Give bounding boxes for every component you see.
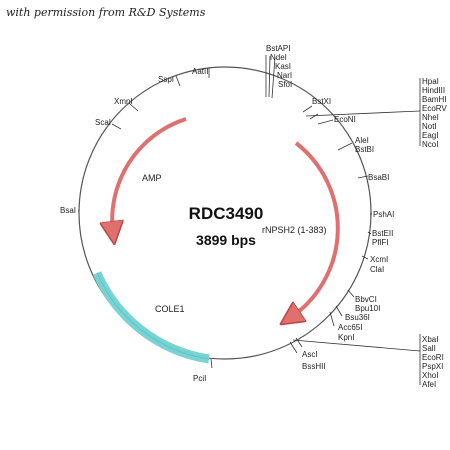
mcs1-site-2: BamHI bbox=[422, 95, 446, 104]
site-label-bsteii: BstEII bbox=[372, 229, 393, 238]
site-label-clai: ClaI bbox=[370, 265, 384, 274]
site-label-bbvci: BbvCI bbox=[355, 295, 377, 304]
site-bstapi: BstAPI NdeI KasI NarI SfoI bbox=[265, 44, 292, 99]
site-label-xmni: XmnI bbox=[114, 97, 133, 106]
mcs1-site-3: EcoRV bbox=[422, 104, 447, 113]
site-label-pflfi: PflFI bbox=[372, 238, 388, 247]
mcs2-site-1: SalI bbox=[422, 344, 436, 353]
mcs1-site-6: EagI bbox=[422, 131, 438, 140]
cole1-origin-arc-edge bbox=[96, 272, 210, 360]
site-label-xcmi: XcmI bbox=[370, 255, 388, 264]
site-label-alei: AleI bbox=[355, 136, 369, 145]
amp-label: AMP bbox=[142, 173, 162, 183]
site-label-ndei: NdeI bbox=[270, 53, 287, 62]
amp-arrow bbox=[112, 117, 187, 233]
site-label-nari: NarI bbox=[277, 71, 292, 80]
permission-caption: with permission from R&D Systems bbox=[6, 6, 206, 19]
plasmid-backbone bbox=[78, 66, 372, 360]
plasmid-size: 3899 bps bbox=[196, 232, 256, 248]
mcs1-site-5: NotI bbox=[422, 122, 437, 131]
cole1-label: COLE1 bbox=[155, 304, 185, 314]
mcs1-site-0: HpaI bbox=[422, 77, 439, 86]
mcs1-site-7: NcoI bbox=[422, 140, 438, 149]
site-label-bsabi: BsaBI bbox=[368, 173, 389, 182]
site-label-bpu10i: Bpu10I bbox=[355, 304, 380, 313]
mcs2-site-4: XhoI bbox=[422, 371, 438, 380]
plasmid-name: RDC3490 bbox=[189, 204, 264, 223]
site-label-acc65i: Acc65I bbox=[338, 323, 362, 332]
cole1-origin-arc bbox=[92, 271, 210, 364]
mcs2-site-0: XbaI bbox=[422, 335, 438, 344]
site-label-pcii: PciI bbox=[193, 374, 206, 383]
mcs1-site-1: HindIII bbox=[422, 86, 445, 95]
site-label-sfoi: SfoI bbox=[278, 80, 292, 89]
site-label-scai: ScaI bbox=[95, 118, 111, 127]
site-label-kasi: KasI bbox=[275, 62, 291, 71]
site-label-bsai: BsaI bbox=[60, 206, 76, 215]
site-label-bstapi: BstAPI bbox=[266, 44, 290, 53]
site-label-bsshii: BssHII bbox=[302, 362, 326, 371]
insert-arrow bbox=[290, 141, 340, 318]
mcs2-site-5: AfeI bbox=[422, 380, 436, 389]
site-label-bstxi: BstXI bbox=[312, 97, 331, 106]
mcs2-site-3: PspXI bbox=[422, 362, 443, 371]
site-label-pshai: PshAI bbox=[373, 210, 394, 219]
site-label-aatii: AatII bbox=[192, 67, 208, 76]
site-label-asci: AscI bbox=[302, 350, 318, 359]
site-label-kpni: KpnI bbox=[338, 333, 354, 342]
insert-label: rNPSH2 (1-383) bbox=[262, 225, 327, 235]
mcs1-site-4: NheI bbox=[422, 113, 439, 122]
site-label-econi: EcoNI bbox=[334, 115, 356, 124]
site-label-bstbi: BstBI bbox=[355, 145, 374, 154]
mcs2-site-2: EcoRI bbox=[422, 353, 444, 362]
site-label-sspi: SspI bbox=[158, 75, 174, 84]
site-label-bsu36i: Bsu36I bbox=[345, 313, 370, 322]
